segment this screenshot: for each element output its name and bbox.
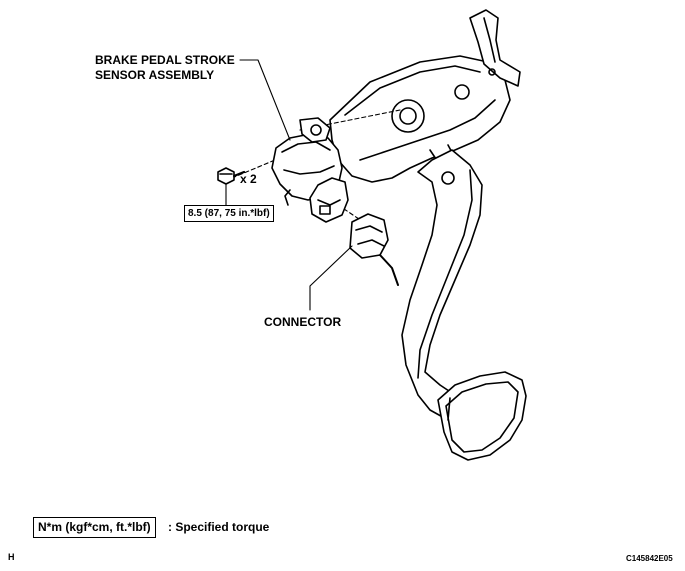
connector-label: CONNECTOR (264, 315, 342, 329)
bolt (217, 167, 246, 185)
connector-plug (349, 213, 399, 286)
brake-pedal-stroke-sensor (271, 117, 349, 223)
bolt-quantity-label: x 2 (240, 172, 257, 186)
torque-spec-box: 8.5 (87, 75 in.*lbf) (184, 205, 274, 222)
sensor-label-line2: SENSOR ASSEMBLY (95, 68, 215, 82)
torque-legend-unit-box: N*m (kgf*cm, ft.*lbf) (33, 517, 156, 538)
figure-code: C145842E05 (626, 554, 673, 563)
sensor-leader-line (239, 59, 291, 141)
connector-leader-line (309, 245, 353, 311)
sensor-label-line1: BRAKE PEDAL STROKE (95, 53, 235, 67)
section-letter: H (8, 552, 15, 562)
pedal-top-tab (469, 9, 521, 87)
torque-legend-description: : Specified torque (168, 520, 270, 534)
